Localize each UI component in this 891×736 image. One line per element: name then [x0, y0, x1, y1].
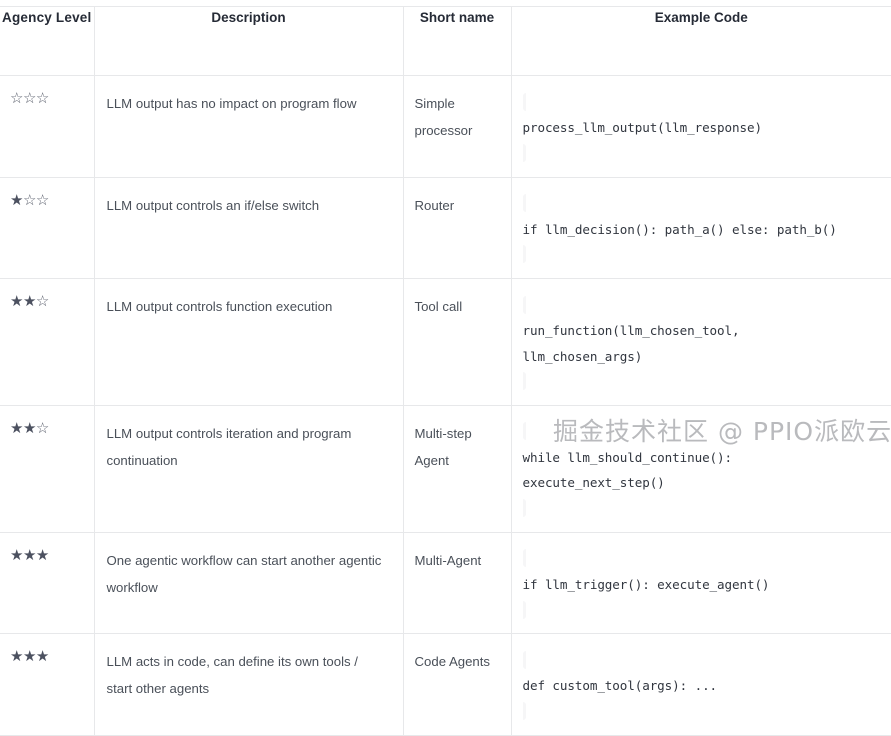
code-line: if llm_decision(): path_a() else: path_b… — [522, 221, 837, 237]
cell-description: One agentic workflow can start another a… — [94, 532, 404, 635]
agency-levels-table-container: Agency Level Description Short name Exam… — [0, 6, 891, 736]
table-header-row: Agency Level Description Short name Exam… — [0, 6, 891, 76]
cell-example-code: if llm_decision(): path_a() else: path_b… — [511, 177, 891, 280]
star-filled-icon: ★ — [35, 648, 49, 666]
star-empty-icon: ☆ — [35, 419, 49, 437]
table-row: ★★★One agentic workflow can start anothe… — [0, 532, 891, 635]
code-snippet: while llm_should_continue(): execute_next… — [522, 422, 883, 517]
column-header-agency-level: Agency Level — [0, 6, 95, 76]
column-header-example-code: Example Code — [511, 6, 891, 76]
star-empty-icon: ☆ — [10, 90, 23, 107]
star-filled-icon: ★ — [10, 648, 23, 666]
description-text: LLM output has no impact on program flow — [106, 96, 357, 111]
short-name-text: Code Agents — [414, 654, 491, 670]
description-text: LLM acts in code, can define its own too… — [106, 654, 358, 697]
star-rating: ★★☆ — [10, 293, 49, 311]
code-line: execute_next_step() — [522, 475, 665, 491]
agency-levels-table: Agency Level Description Short name Exam… — [0, 6, 891, 736]
star-empty-icon: ☆ — [22, 90, 36, 107]
description-text: LLM output controls function execution — [106, 299, 333, 315]
cell-agency-level: ★★☆ — [0, 405, 95, 533]
description-text: LLM output controls an if/else switch — [106, 197, 320, 213]
cell-example-code: run_function(llm_chosen_tool, llm_chosen_… — [511, 278, 891, 406]
star-filled-icon: ★ — [35, 546, 49, 564]
short-name-text: Simple processor — [414, 96, 473, 139]
star-empty-icon: ☆ — [35, 191, 49, 209]
cell-short-name: Multi-step Agent — [403, 405, 512, 533]
table-row: ★★☆LLM output controls function executio… — [0, 278, 891, 406]
cell-short-name: Router — [403, 177, 512, 280]
code-line: while llm_should_continue(): — [522, 450, 733, 466]
cell-agency-level: ☆☆☆ — [0, 75, 95, 178]
short-name-text: Multi-Agent — [414, 552, 482, 568]
cell-description: LLM output controls function execution — [94, 278, 404, 406]
cell-example-code: process_llm_output(llm_response) — [511, 75, 891, 178]
code-line: llm_chosen_args) — [522, 348, 643, 364]
short-name-text: Router — [414, 197, 455, 213]
table-row: ☆☆☆LLM output has no impact on program f… — [0, 75, 891, 178]
star-rating: ★★☆ — [10, 420, 49, 438]
star-filled-icon: ★ — [22, 293, 36, 311]
table-header: Agency Level Description Short name Exam… — [0, 6, 891, 76]
table-body: ☆☆☆LLM output has no impact on program f… — [0, 75, 891, 736]
code-snippet: def custom_tool(args): ... — [522, 650, 883, 721]
cell-short-name: Multi-Agent — [403, 532, 512, 635]
column-header-short-name: Short name — [403, 6, 512, 76]
cell-example-code: if llm_trigger(): execute_agent() — [511, 532, 891, 635]
star-empty-icon: ☆ — [35, 90, 49, 107]
description-text: One agentic workflow can start another a… — [106, 552, 382, 595]
star-filled-icon: ★ — [22, 546, 36, 564]
cell-short-name: Simple processor — [403, 75, 512, 178]
cell-description: LLM output has no impact on program flow — [94, 75, 404, 178]
star-empty-icon: ☆ — [22, 191, 36, 209]
code-line: process_llm_output(llm_response) — [522, 120, 763, 136]
code-snippet: process_llm_output(llm_response) — [522, 92, 883, 162]
short-name-text: Tool call — [414, 299, 463, 315]
star-filled-icon: ★ — [22, 648, 36, 666]
star-filled-icon: ★ — [10, 293, 23, 311]
cell-description: LLM acts in code, can define its own too… — [94, 633, 404, 736]
code-snippet: if llm_decision(): path_a() else: path_b… — [522, 194, 883, 264]
star-filled-icon: ★ — [10, 191, 23, 209]
cell-agency-level: ★★★ — [0, 633, 95, 736]
star-rating: ★★★ — [10, 648, 49, 666]
table-row: ★★☆LLM output controls iteration and pro… — [0, 405, 891, 533]
cell-agency-level: ★★★ — [0, 532, 95, 635]
cell-example-code: while llm_should_continue(): execute_next… — [511, 405, 891, 533]
code-line: def custom_tool(args): ... — [522, 678, 718, 694]
star-empty-icon: ☆ — [35, 293, 49, 311]
cell-description: LLM output controls an if/else switch — [94, 177, 404, 280]
column-header-description: Description — [94, 6, 404, 76]
star-filled-icon: ★ — [10, 419, 23, 437]
code-snippet: if llm_trigger(): execute_agent() — [522, 549, 883, 619]
cell-short-name: Code Agents — [403, 633, 512, 736]
star-filled-icon: ★ — [22, 419, 36, 437]
table-row: ★★★LLM acts in code, can define its own … — [0, 633, 891, 736]
short-name-text: Multi-step Agent — [414, 425, 472, 468]
star-rating: ☆☆☆ — [10, 90, 49, 108]
cell-agency-level: ★★☆ — [0, 278, 95, 406]
star-rating: ★★★ — [10, 547, 49, 565]
star-rating: ★☆☆ — [10, 192, 49, 210]
description-text: LLM output controls iteration and progra… — [106, 425, 352, 468]
code-line: if llm_trigger(): execute_agent() — [522, 576, 770, 592]
cell-agency-level: ★☆☆ — [0, 177, 95, 280]
code-snippet: run_function(llm_chosen_tool, llm_chosen_… — [522, 295, 883, 391]
code-line: run_function(llm_chosen_tool, — [522, 323, 740, 339]
star-filled-icon: ★ — [10, 546, 23, 564]
cell-short-name: Tool call — [403, 278, 512, 406]
cell-description: LLM output controls iteration and progra… — [94, 405, 404, 533]
cell-example-code: def custom_tool(args): ... — [511, 633, 891, 736]
table-row: ★☆☆LLM output controls an if/else switch… — [0, 177, 891, 280]
